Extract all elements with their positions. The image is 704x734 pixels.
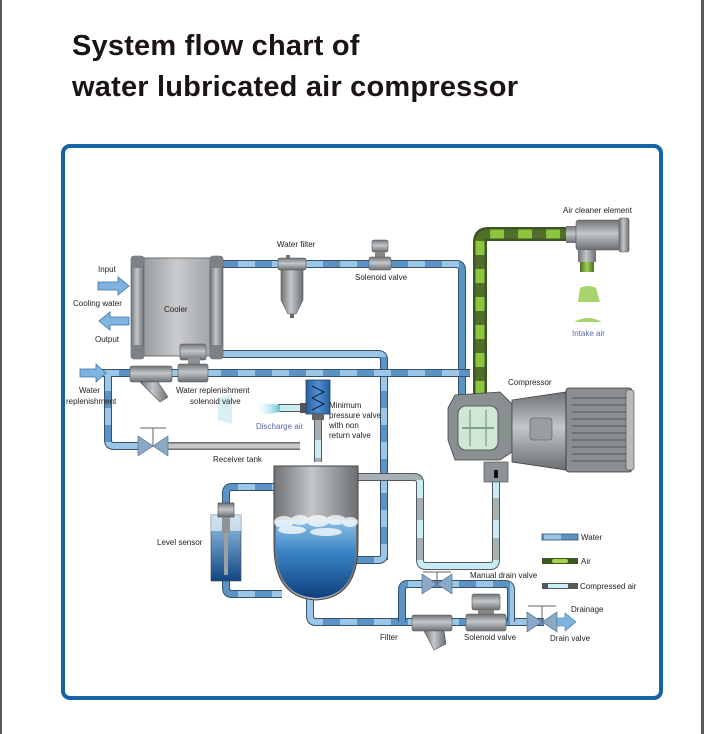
manual-drain-valve: [421, 571, 453, 595]
discharge-air-flow: [218, 394, 280, 424]
label-discharge-air: Discharge air: [256, 422, 303, 431]
legend-item-water: Water: [541, 533, 602, 542]
label-air-cleaner: Air cleaner element: [563, 206, 633, 215]
page-edge-left: [0, 0, 2, 734]
label-compressor: Compressor: [508, 378, 552, 387]
label-level-sensor: Level sensor: [157, 538, 203, 547]
cooling-water-arrows: [79, 276, 130, 383]
bypass-manual-valve: [137, 427, 169, 457]
cooler: [130, 255, 224, 360]
intake-air-flow-2: [574, 318, 602, 322]
air-cleaner-element: [566, 217, 630, 322]
label-replenish-valve-1: Water replenishment: [176, 386, 250, 395]
minimum-pressure-valve: [300, 379, 331, 420]
pipe-replenish-bypass: [104, 376, 140, 450]
label-cooling-water: Cooling water: [73, 299, 122, 308]
label-input: Input: [98, 265, 117, 274]
label-water-filter: Water filter: [277, 240, 316, 249]
label-cooler: Cooler: [164, 305, 188, 314]
water-replenishment-solenoid-valve: [177, 343, 209, 383]
label-filter: Filter: [380, 633, 398, 642]
label-output: Output: [95, 335, 120, 344]
legend-item-compressed-air: Compressed air: [542, 582, 637, 591]
page-edge-right: [701, 0, 704, 734]
legend: Water Air Compressed air: [541, 533, 637, 591]
pipe-top-water: [222, 260, 466, 400]
legend-label-compressed-air: Compressed air: [580, 582, 637, 591]
tank-foam: [274, 515, 358, 536]
intake-air-flow-1: [578, 286, 600, 302]
drain-valve: [526, 605, 577, 633]
replenishment-arrow-icon: [79, 363, 107, 383]
filter-bottom: [411, 614, 453, 651]
label-manual-drain-valve: Manual drain valve: [470, 571, 538, 580]
drainage-arrow-icon: [556, 612, 577, 632]
label-solenoid-valve-top: Solenoid valve: [355, 273, 408, 282]
label-water-replenishment-1: Water: [79, 386, 100, 395]
compressed-air-pipes: [166, 404, 500, 570]
solenoid-valve-bottom: [465, 593, 507, 632]
output-arrow-icon: [98, 311, 130, 331]
replenishment-strainer: [129, 365, 173, 403]
label-replenish-valve-2: solenoid valve: [190, 397, 241, 406]
solenoid-valve-top: [368, 239, 392, 271]
legend-label-water: Water: [581, 533, 602, 542]
label-mpv-3: with non: [328, 421, 359, 430]
title-line-1: System flow chart of: [72, 30, 360, 62]
pipe-tank-to-compressor: [355, 473, 500, 570]
compressor: [447, 387, 635, 483]
label-mpv-4: return valve: [329, 431, 371, 440]
label-drain-valve: Drain valve: [550, 634, 591, 643]
label-mpv-1: Minimum: [329, 401, 362, 410]
label-intake-air: Intake air: [572, 329, 605, 338]
level-sensor: [210, 502, 242, 582]
label-mpv-2: pressure valve: [329, 411, 382, 420]
input-arrow-icon: [97, 276, 130, 296]
diagram-frame: [61, 144, 663, 700]
label-solenoid-valve-bottom: Solenoid valve: [464, 633, 517, 642]
motor-fins: [572, 397, 626, 462]
page-title: System flow chart of water lubricated ai…: [72, 26, 518, 108]
water-pipes: [100, 260, 544, 626]
label-receiver-tank: Receiver tank: [213, 455, 263, 464]
label-water-replenishment-2: replenishment: [66, 397, 117, 406]
labels: Input Cooling water Output Cooler Water …: [66, 206, 633, 643]
receiver-tank: [273, 465, 359, 601]
legend-item-air: Air: [542, 557, 591, 566]
water-filter: [277, 255, 307, 318]
air-intake-pipe: [473, 227, 570, 395]
label-drainage: Drainage: [571, 605, 604, 614]
legend-label-air: Air: [581, 557, 591, 566]
title-line-2: water lubricated air compressor: [72, 71, 519, 103]
